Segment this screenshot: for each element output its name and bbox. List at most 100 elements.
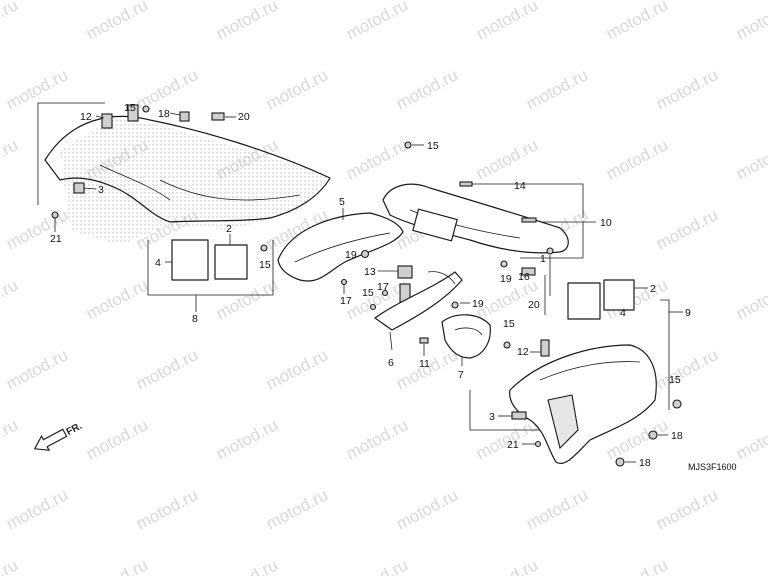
callout-13: 13	[364, 266, 376, 278]
watermark-text: motod.ru	[133, 65, 201, 113]
bolt-19a	[360, 249, 370, 259]
watermark-text: motod.ru	[603, 0, 671, 44]
watermark-text: motod.ru	[653, 485, 721, 533]
callout-5: 5	[339, 196, 345, 208]
clip-16	[521, 267, 536, 276]
watermark-text: motod.ru	[733, 275, 768, 323]
watermark-text: motod.ru	[523, 485, 591, 533]
bolt-19-top	[500, 260, 508, 268]
watermark-text: motod.ru	[213, 555, 281, 576]
callout-10: 10	[600, 217, 612, 229]
watermark-text: motod.ru	[3, 205, 71, 253]
watermark-text: motod.ru	[83, 415, 151, 463]
watermark-text: motod.ru	[653, 345, 721, 393]
callout-12: 12	[80, 111, 92, 123]
diagram-code: MJS3F1600	[688, 462, 737, 472]
callout-1: 1	[540, 253, 546, 265]
watermark-text: motod.ru	[83, 275, 151, 323]
watermark-text: motod.ru	[653, 205, 721, 253]
left-cover-assembly: 12 15 18 20 3 21 4 2 15 8	[37, 102, 331, 325]
callout-18a: 18	[671, 430, 683, 442]
watermark-text: motod.ru	[343, 0, 411, 44]
watermark-text: motod.ru	[213, 0, 281, 44]
dotted-inner-area	[60, 118, 330, 245]
pad-3-right	[511, 411, 527, 420]
clip-18a	[648, 430, 658, 440]
screw-15-right	[672, 399, 682, 409]
callout-15c: 15	[362, 287, 374, 299]
callout-8: 8	[192, 313, 198, 325]
callout-18: 18	[158, 108, 170, 120]
front-arrow: FR.	[33, 421, 85, 451]
watermark-text: motod.ru	[473, 135, 541, 183]
bracket-6	[374, 271, 463, 331]
screw-15c	[369, 303, 377, 311]
callout-17b: 17	[377, 281, 389, 293]
watermark-text: motod.ru	[83, 0, 151, 44]
callout-14: 14	[514, 180, 526, 192]
watermark-text: motod.ru	[733, 135, 768, 183]
watermark-text: motod.ru	[3, 65, 71, 113]
right-cover-assembly: 9 2 4 3 21 15 18 18	[469, 275, 691, 469]
watermark-text: motod.ru	[133, 485, 201, 533]
watermark-text: motod.ru	[0, 135, 21, 183]
callout-4: 4	[155, 257, 161, 269]
watermark-text: motod.ru	[263, 485, 331, 533]
callout-15b: 15	[259, 259, 271, 271]
strip-14b	[521, 217, 537, 223]
callout-3: 3	[98, 184, 104, 196]
screw-21	[51, 211, 59, 219]
watermark-text: motod.ru	[3, 345, 71, 393]
box-8-frame	[147, 240, 274, 296]
callout-15-right: 15	[669, 374, 681, 386]
watermark-text: motod.ru	[393, 485, 461, 533]
fr-label: FR.	[65, 421, 85, 438]
watermark-text: motod.ru	[0, 275, 21, 323]
clip-18b	[615, 457, 625, 467]
callout-15-top: 15	[427, 140, 439, 152]
screw-17b	[381, 289, 389, 297]
watermark-text: motod.ru	[603, 135, 671, 183]
watermark-text: motod.ru	[0, 555, 21, 576]
watermark-text: motod.ru	[343, 555, 411, 576]
watermark-text: motod.ru	[0, 415, 21, 463]
watermark-text: motod.ru	[263, 65, 331, 113]
screw-15b	[260, 244, 268, 252]
callout-20-top: 20	[528, 299, 540, 311]
callout-9: 9	[685, 307, 691, 319]
watermark-text: motod.ru	[733, 0, 768, 44]
callout-20: 20	[238, 111, 250, 123]
callout-15: 15	[124, 102, 136, 114]
clip-18	[179, 111, 190, 122]
left-group-frame	[37, 102, 105, 205]
callout-19-top: 19	[500, 273, 512, 285]
center-parts: 5 19 13 17 17 15 6 19 11 7	[277, 196, 491, 381]
watermark-text: motod.ru	[0, 0, 21, 44]
callout-16: 16	[518, 271, 530, 283]
callout-21-right: 21	[507, 439, 519, 451]
part-3-pad	[73, 182, 85, 194]
clip-11	[419, 337, 429, 344]
callout-3-right: 3	[489, 411, 495, 423]
watermark-text: motod.ru	[343, 135, 411, 183]
callout-19b: 19	[472, 298, 484, 310]
watermark-text: motod.ru	[3, 485, 71, 533]
inner-bracket	[547, 394, 579, 450]
inner-panel-5	[277, 212, 404, 282]
watermark-text: motod.ru	[473, 0, 541, 44]
watermark-text: motod.ru	[213, 275, 281, 323]
callout-11: 11	[419, 358, 430, 370]
watermark-text: motod.ru	[213, 415, 281, 463]
grommet-12b	[540, 339, 550, 357]
opening-panel	[412, 208, 458, 242]
screw-21-right	[534, 440, 542, 448]
left-side-cover	[44, 115, 331, 223]
watermark-text: motod.ru	[343, 415, 411, 463]
watermark-text: motod.ru	[733, 555, 768, 576]
watermark-text: motod.ru	[603, 555, 671, 576]
watermark-text: motod.ru	[393, 65, 461, 113]
right-top-assembly: 15 14 10 1 19 16 20 15 12	[382, 140, 612, 358]
screw-20	[546, 247, 554, 255]
